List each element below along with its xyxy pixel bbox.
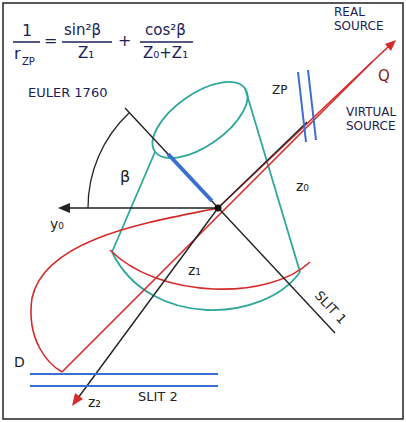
slit-plate bbox=[30, 385, 218, 387]
cylinder-top bbox=[140, 67, 260, 173]
axis bbox=[78, 208, 218, 398]
zone-plate bbox=[298, 72, 306, 142]
cylinder-side bbox=[112, 152, 155, 252]
formula-term: Z₁ bbox=[78, 45, 94, 62]
arrowhead bbox=[385, 40, 396, 51]
cylinder-bottom bbox=[112, 252, 300, 310]
ray bbox=[62, 62, 372, 372]
fraction-bar bbox=[13, 41, 40, 43]
formula-term: Z₀+Z₁ bbox=[143, 45, 188, 62]
component-label: ZP bbox=[272, 84, 287, 98]
ray bbox=[218, 62, 372, 208]
date-note: EULER 1760 bbox=[28, 86, 107, 101]
axis-label: y₀ bbox=[50, 216, 64, 232]
axis-label: z₂ bbox=[88, 394, 101, 410]
fraction-bar bbox=[62, 41, 112, 43]
formula-term: sin²β bbox=[64, 22, 101, 39]
cone-base bbox=[31, 208, 218, 372]
formula-term: 1 bbox=[22, 22, 32, 40]
cone-curve bbox=[110, 250, 310, 289]
slit-segment bbox=[168, 154, 212, 201]
distance-label: z₁ bbox=[188, 262, 201, 278]
axis bbox=[68, 207, 218, 208]
distance-label: z₀ bbox=[296, 178, 309, 194]
cylinder bbox=[112, 67, 300, 310]
fraction-bar bbox=[140, 41, 193, 43]
slit-line bbox=[125, 108, 335, 333]
slit-label: SLIT 2 bbox=[138, 390, 178, 405]
ray bbox=[372, 47, 388, 62]
formula-operator: + bbox=[118, 32, 131, 50]
frame bbox=[3, 3, 403, 419]
detector-label: D bbox=[14, 354, 25, 370]
arrowhead bbox=[72, 393, 83, 406]
formula-term: cos²β bbox=[145, 22, 186, 39]
source-label: VIRTUAL SOURCE bbox=[346, 106, 402, 134]
slit-label: SLIT 1 bbox=[311, 288, 349, 327]
zone-plate bbox=[308, 70, 316, 140]
formula-subscript: ZP bbox=[22, 56, 35, 68]
formula-term: r bbox=[14, 45, 21, 63]
angle-label: β bbox=[120, 168, 130, 186]
source-label: REAL SOURCE bbox=[334, 6, 398, 34]
angle-arc bbox=[88, 113, 129, 208]
center-dot bbox=[215, 205, 222, 212]
point-label: Q bbox=[378, 68, 390, 85]
slit-plate bbox=[30, 373, 218, 375]
arrowhead bbox=[58, 203, 70, 213]
formula-operator: = bbox=[44, 32, 57, 50]
axis bbox=[218, 122, 307, 208]
